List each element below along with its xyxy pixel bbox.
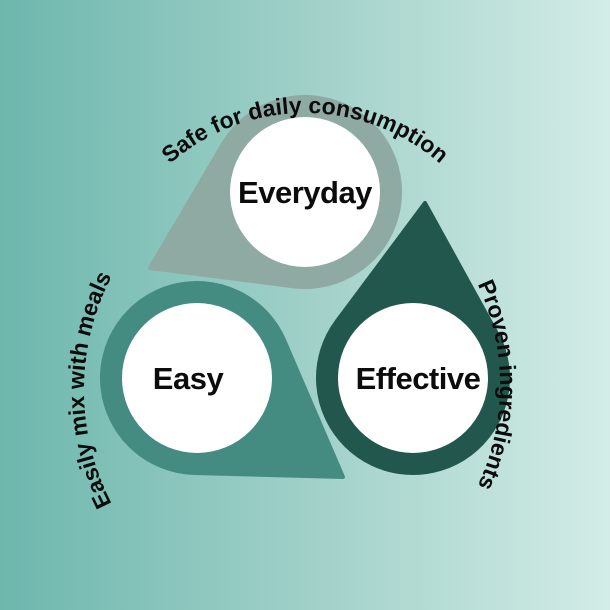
everyday-circle <box>230 117 380 267</box>
easy-circle <box>122 303 272 453</box>
effective-circle <box>338 303 488 453</box>
effective-label: Effective <box>356 361 481 396</box>
everyday-label: Everyday <box>238 175 373 210</box>
easy-label: Easy <box>153 361 225 396</box>
